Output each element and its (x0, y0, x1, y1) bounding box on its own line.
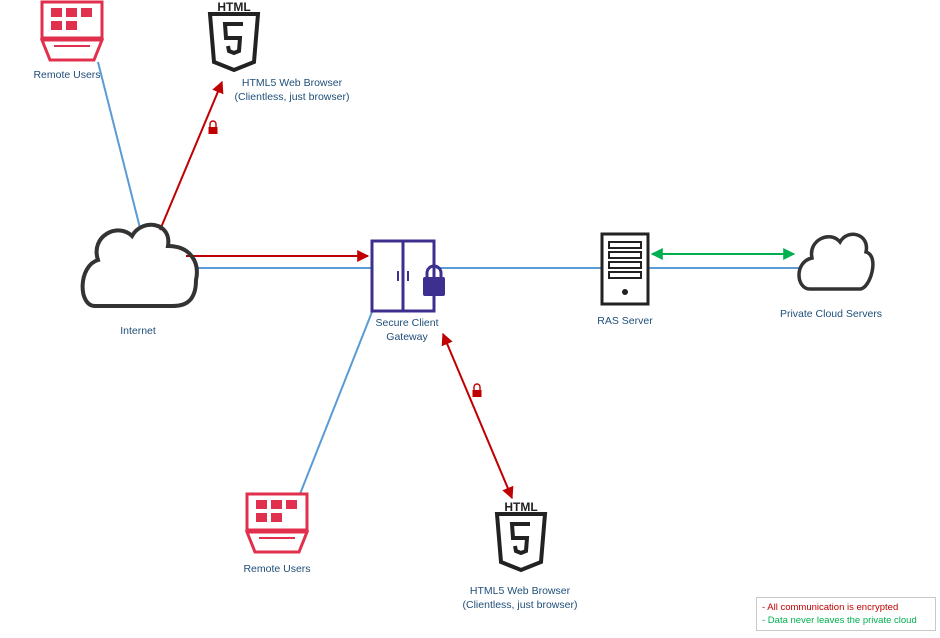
gateway-label-line2: Gateway (386, 331, 428, 343)
private-cloud-label: Private Cloud Servers (779, 308, 883, 320)
remote-users-top-label: Remote Users (33, 69, 101, 81)
gateway-label-line1: Secure Client (375, 317, 439, 329)
svg-text:HTML: HTML (217, 0, 250, 14)
ras-server-label: RAS Server (597, 315, 653, 327)
legend-encrypted: - All communication is encrypted (762, 602, 899, 613)
link-remote-users-top-to-internet (97, 61, 141, 229)
svg-text:HTML: HTML (504, 500, 537, 514)
legend-box: - All communication is encrypted - Data … (756, 597, 936, 631)
remote-users-icon (39, 0, 105, 62)
cloud-icon (797, 232, 875, 291)
remote-users-icon (244, 492, 310, 554)
gateway-door-lock-icon (370, 239, 445, 313)
html5-top-label-line2: (Clientless, just browser) (234, 91, 350, 103)
legend-private-cloud: - Data never leaves the private cloud (762, 615, 917, 626)
server-tower-icon (600, 232, 650, 306)
html5-shield-icon: HTML (494, 500, 548, 573)
internet-label: Internet (120, 325, 156, 337)
link-gateway-to-remote-users-bottom (299, 311, 373, 495)
remote-users-bottom-label: Remote Users (243, 563, 311, 575)
padlock-icon (208, 120, 218, 134)
html5-bottom-label: HTML5 Web Browser (Clientless, just brow… (450, 584, 590, 612)
encrypted-arrow-internet-to-html5-top (159, 80, 224, 231)
encrypted-arrow-gateway-to-html5-bottom (441, 332, 514, 500)
padlock-icon (472, 383, 482, 397)
html5-top-label-line1: HTML5 Web Browser (241, 77, 343, 89)
cloud-icon (80, 222, 199, 308)
html5-bottom-label-line1: HTML5 Web Browser (469, 585, 571, 597)
gateway-label: Secure Client Gateway (362, 316, 452, 344)
html5-top-label: HTML5 Web Browser (Clientless, just brow… (222, 76, 362, 104)
html5-shield-icon: HTML (207, 0, 261, 73)
html5-bottom-label-line2: (Clientless, just browser) (462, 599, 578, 611)
